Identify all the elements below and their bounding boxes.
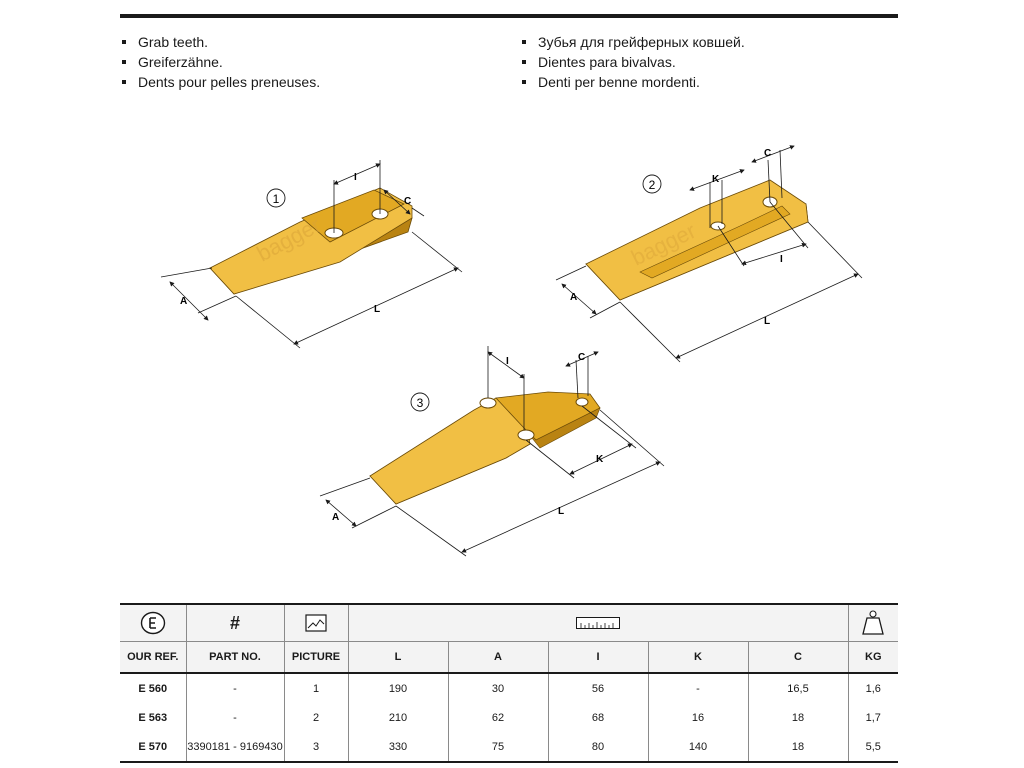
table-cell: 1,7 [847, 703, 898, 732]
table-cell: 2 [283, 703, 349, 732]
table-cell: 190 [347, 673, 449, 703]
column-header: PART NO. [185, 641, 285, 674]
table-row: E 563 - 2 210 62 68 16 18 1,7 [120, 703, 898, 732]
dimensions-header-cell [347, 603, 849, 642]
picture-number: 2 [649, 178, 656, 192]
picture-header-cell [283, 603, 349, 642]
e-circle-icon [140, 611, 165, 635]
ruler-icon [576, 617, 620, 630]
dim-label-a: A [332, 512, 339, 523]
column-header: A [447, 641, 549, 674]
dim-label-c: C [578, 352, 585, 363]
part-symbol-cell: # [185, 603, 285, 642]
table-cell: 1,6 [847, 673, 898, 703]
column-header-row: OUR REF. PART NO. PICTURE L A I K C KG [120, 641, 898, 674]
dim-label-l: L [558, 506, 564, 517]
table-cell: 56 [547, 673, 649, 703]
table-cell: 30 [447, 673, 549, 703]
dim-label-a: A [570, 292, 577, 303]
parts-table: # OUR REF. PART [120, 603, 898, 763]
bullet-item: Dientes para bivalvas. [520, 52, 745, 72]
tooth-body-top [585, 179, 809, 301]
dim-label-k: K [596, 454, 604, 465]
table-cell: 140 [647, 732, 749, 763]
dim-label-a: A [180, 296, 187, 307]
bullet-item: Зубья для грейферных ковшей. [520, 32, 745, 52]
table-cell: - [647, 673, 749, 703]
tooth-figure-1: bagger A L I C 1 [160, 160, 463, 349]
picture-number-badge [642, 174, 662, 194]
pin-hole [575, 397, 589, 407]
column-header: KG [847, 641, 898, 674]
column-header: C [747, 641, 849, 674]
column-header: L [347, 641, 449, 674]
picture-number: 1 [273, 192, 280, 206]
tooth-shank-edge [523, 407, 601, 449]
table-cell: 16 [647, 703, 749, 732]
table-cell: 80 [547, 732, 649, 763]
weight-icon [862, 610, 885, 635]
table-cell: 18 [747, 732, 849, 763]
pin-hole [517, 429, 535, 441]
table-cell: E 570 [120, 732, 187, 763]
picture-icon [305, 614, 327, 632]
ref-header-cell [120, 603, 187, 642]
table-cell: - [185, 673, 285, 703]
table-cell: 62 [447, 703, 549, 732]
bullet-item: Dents pour pelles preneuses. [120, 72, 320, 92]
dim-label-i: I [354, 172, 357, 183]
weight-header-cell [847, 603, 898, 642]
table-cell: 330 [347, 732, 449, 763]
table-cell: 5,5 [847, 732, 898, 763]
bullet-item: Grab teeth. [120, 32, 320, 52]
tooth-body-top [369, 397, 531, 505]
column-header: I [547, 641, 649, 674]
picture-number: 3 [417, 396, 424, 410]
dim-label-l: L [764, 316, 770, 327]
top-rule [120, 14, 898, 18]
dim-label-k: K [712, 174, 720, 185]
table-cell: 16,5 [747, 673, 849, 703]
dim-label-l: L [374, 304, 380, 315]
technical-drawings: bagger A L I C 1 bagger A L [160, 145, 863, 557]
table-cell: E 560 [120, 673, 187, 703]
table-cell: 18 [747, 703, 849, 732]
bullet-list-right: Зубья для грейферных ковшей. Dientes par… [520, 32, 745, 92]
table-cell: E 563 [120, 703, 187, 732]
column-header: K [647, 641, 749, 674]
hash-symbol: # [229, 612, 240, 633]
picture-number-badge [266, 188, 286, 208]
picture-number-badge [410, 392, 430, 412]
column-header: OUR REF. [120, 641, 187, 674]
table-cell: - [185, 703, 285, 732]
column-header: PICTURE [283, 641, 349, 674]
dim-label-c: C [404, 196, 411, 207]
bullet-item: Greiferzähne. [120, 52, 320, 72]
table-cell: 3390181 - 9169430 [185, 732, 285, 763]
table-cell: 1 [283, 673, 349, 703]
dim-label-i: I [506, 356, 509, 367]
table-cell: 68 [547, 703, 649, 732]
pin-hole [479, 397, 497, 409]
table-cell: 3 [283, 732, 349, 763]
table-cell: 210 [347, 703, 449, 732]
parts-table-container: # OUR REF. PART [120, 603, 898, 763]
tooth-figure-3: A L K I C 3 [319, 346, 665, 557]
bullet-list-left: Grab teeth. Greiferzähne. Dents pour pel… [120, 32, 320, 92]
dim-label-i: I [780, 254, 783, 265]
dim-label-c: C [764, 148, 771, 159]
table-row: E 560 - 1 190 30 56 - 16,5 1,6 [120, 673, 898, 703]
icon-header-row: # [120, 603, 898, 642]
table-row: E 570 3390181 - 9169430 3 330 75 80 140 … [120, 732, 898, 763]
bullet-item: Denti per benne mordenti. [520, 72, 745, 92]
table-cell: 75 [447, 732, 549, 763]
tooth-figure-2: bagger A L I K C 2 [555, 145, 863, 363]
